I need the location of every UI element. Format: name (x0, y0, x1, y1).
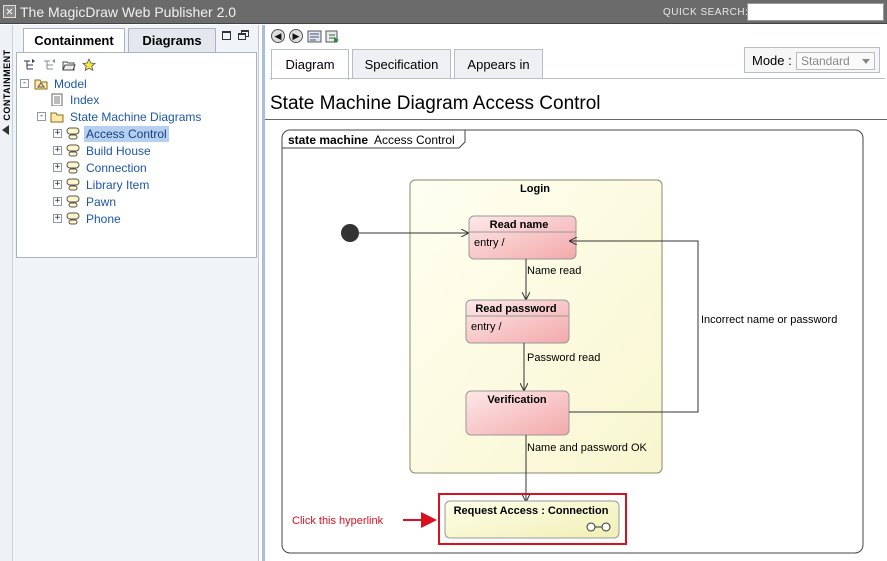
tab-containment[interactable]: Containment (23, 28, 125, 53)
mode-value: Standard (801, 54, 850, 68)
tree-item-label: Build House (86, 144, 151, 158)
quick-search-input[interactable] (747, 3, 884, 21)
title-bar: The MagicDraw Web Publisher 2.0 QUICK SE… (0, 0, 887, 24)
tab-divider (270, 78, 885, 79)
content-area: ◀ ▶ Diagram Specification Appears in Mod… (262, 25, 887, 561)
collapse-node-icon[interactable]: - (37, 111, 46, 121)
state-machine-icon (66, 212, 80, 225)
favorite-star-icon[interactable] (82, 58, 96, 72)
mode-dropdown[interactable]: Standard (796, 52, 875, 70)
tree-item-label: Index (70, 93, 100, 107)
chevron-down-icon (862, 59, 870, 64)
forward-icon[interactable]: ▶ (289, 29, 303, 43)
title-divider (265, 119, 887, 120)
expand-node-icon[interactable]: + (53, 128, 62, 138)
tree-item-label: Access Control (84, 126, 169, 142)
expand-node-icon[interactable]: + (53, 179, 62, 189)
state-machine-icon (66, 195, 80, 208)
tab-appears-in[interactable]: Appears in (454, 49, 543, 79)
state-machine-icon (66, 178, 80, 191)
state-machine-icon (66, 144, 80, 157)
expand-node-icon[interactable]: + (53, 162, 62, 172)
print-icon[interactable] (307, 29, 322, 44)
containment-strip-label: CONTAINMENT (2, 49, 12, 121)
open-folder-icon[interactable] (62, 58, 76, 72)
tab-specification[interactable]: Specification (352, 49, 451, 79)
collapse-panel-icon[interactable] (2, 125, 9, 135)
tab-diagrams[interactable]: Diagrams (128, 28, 216, 52)
expand-node-icon[interactable]: + (53, 196, 62, 206)
mode-label: Mode : (752, 53, 792, 68)
restore-panel-icon[interactable] (238, 30, 250, 41)
expand-node-icon[interactable]: + (53, 145, 62, 155)
containment-panel: Containment Diagrams - Model I (13, 25, 259, 561)
containment-tree: - Model Index - State Machine Diagrams +… (16, 52, 257, 258)
state-machine-icon (66, 127, 80, 140)
collapse-tree-icon[interactable] (42, 58, 56, 72)
tree-item-label: State Machine Diagrams (70, 110, 202, 124)
tree-item-label: Model (54, 77, 87, 91)
page-title: State Machine Diagram Access Control (270, 93, 601, 114)
export-icon[interactable] (325, 29, 340, 44)
tree-item-label: Phone (86, 212, 121, 226)
quick-search-label: QUICK SEARCH: (663, 7, 749, 18)
index-page-icon (51, 93, 63, 106)
tree-item-label: Pawn (86, 195, 117, 209)
tree-item-label: Library Item (86, 178, 150, 192)
minimize-panel-icon[interactable] (222, 31, 231, 40)
state-machine-icon (66, 161, 80, 174)
folder-icon (50, 112, 64, 123)
back-icon[interactable]: ◀ (271, 29, 285, 43)
app-logo-icon (3, 5, 16, 18)
expand-tree-icon[interactable] (22, 58, 36, 72)
model-package-icon (34, 79, 48, 90)
containment-side-strip[interactable]: CONTAINMENT (0, 25, 13, 561)
expand-node-icon[interactable]: + (53, 213, 62, 223)
collapse-node-icon[interactable]: - (20, 78, 29, 88)
mode-selector: Mode : Standard (744, 47, 880, 73)
tree-item-label: Connection (86, 161, 147, 175)
tab-diagram[interactable]: Diagram (271, 49, 349, 80)
app-title: The MagicDraw Web Publisher 2.0 (20, 4, 237, 20)
